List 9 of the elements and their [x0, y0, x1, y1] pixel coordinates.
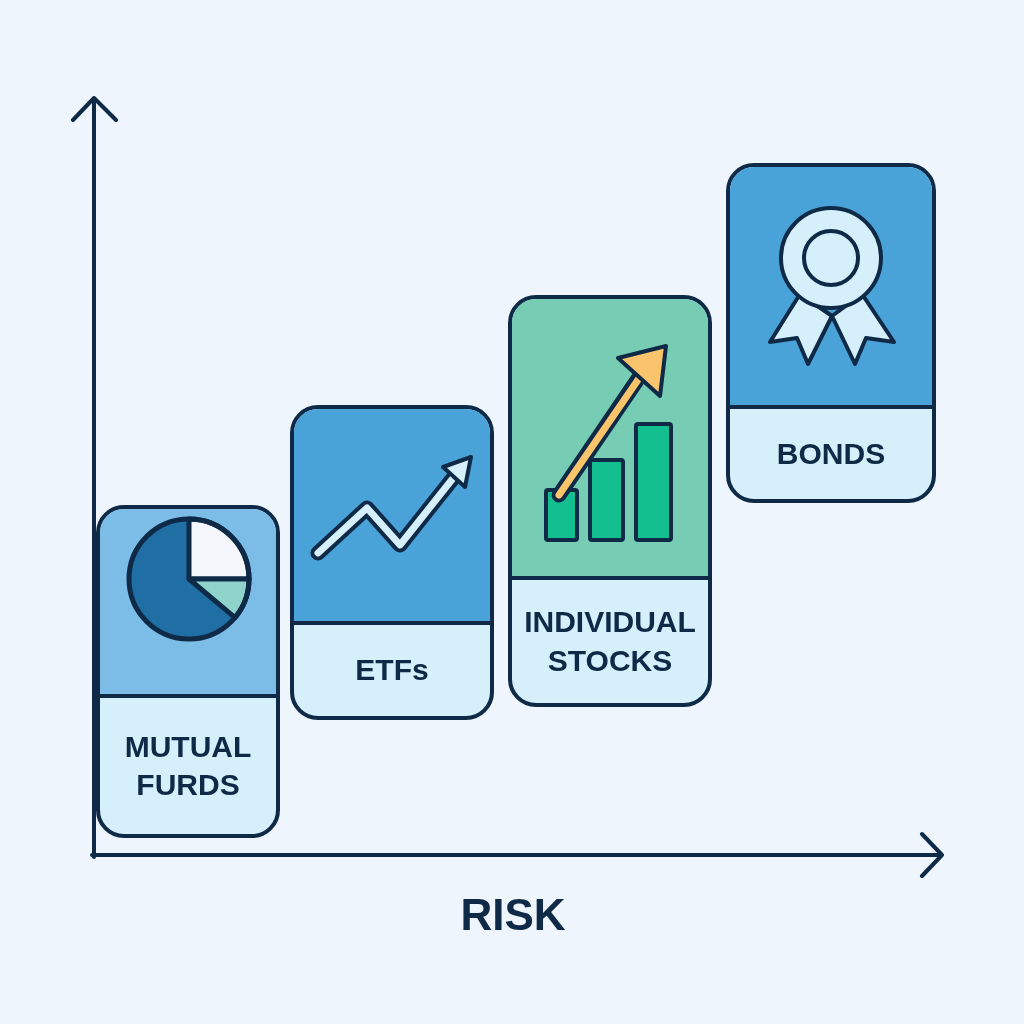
- category-card: [508, 295, 712, 707]
- card-title: BONDS: [776, 435, 886, 472]
- card-title: INDIVIDUAL STOCKS: [523, 604, 697, 679]
- axis-label: RISK: [460, 893, 566, 937]
- category-card: [96, 505, 280, 838]
- card-title: ETFs: [355, 652, 429, 689]
- category-card: [726, 163, 936, 503]
- card-title: MUTUAL FURDS: [123, 728, 253, 803]
- category-card: [290, 405, 494, 720]
